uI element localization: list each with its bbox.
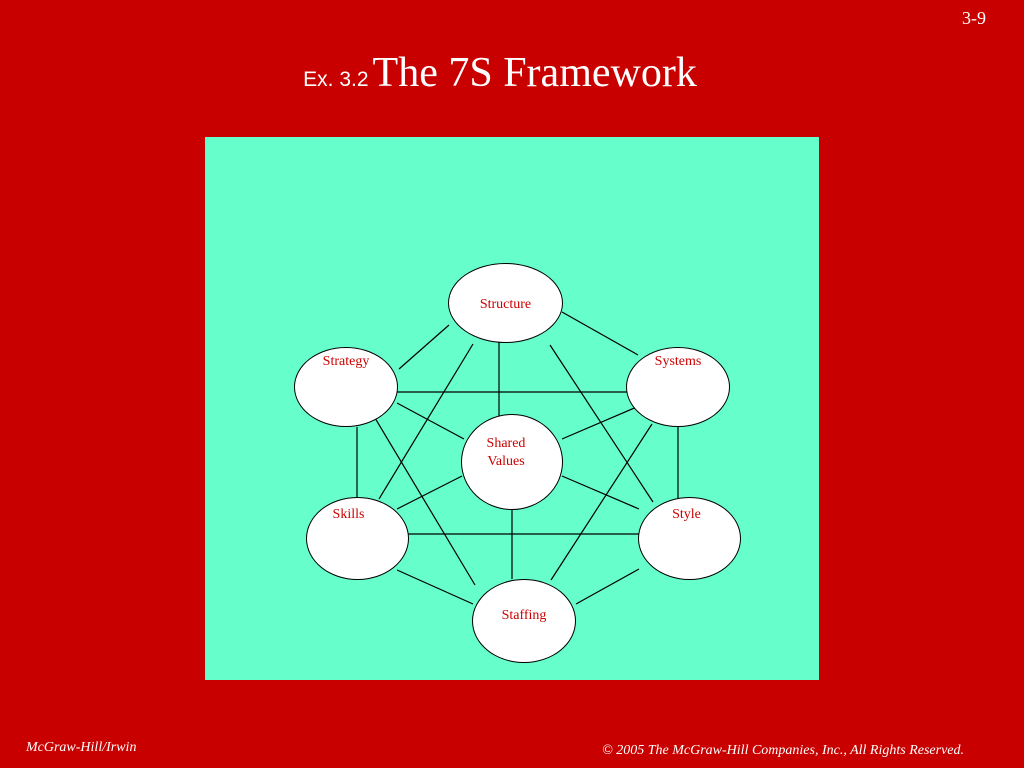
node-staffing: Staffing — [472, 579, 576, 663]
connector-structure-skills — [378, 343, 474, 500]
node-style-label: Style — [672, 507, 701, 522]
node-skills-label: Skills — [332, 507, 365, 522]
connector-strategy-staffing — [371, 412, 476, 586]
node-shared-values: Shared Values — [461, 414, 563, 510]
connector-systems-staffing — [550, 423, 653, 581]
node-staffing-label: Staffing — [501, 608, 547, 623]
title-main: The 7S Framework — [372, 50, 697, 96]
node-style: Style — [638, 497, 741, 580]
connector-shared-values-skills — [396, 475, 463, 510]
node-systems: Systems — [626, 347, 730, 427]
slide-title: Ex. 3.2 The 7S Framework — [0, 52, 1000, 94]
node-skills: Skills — [306, 497, 409, 580]
node-strategy: Strategy — [294, 347, 398, 427]
footer-copyright: © 2005 The McGraw-Hill Companies, Inc., … — [602, 743, 964, 758]
connector-structure-style — [549, 344, 654, 503]
connector-shared-values-style — [561, 475, 640, 510]
node-systems-label: Systems — [654, 354, 702, 369]
connector-strategy-shared-values — [396, 402, 465, 440]
node-structure: Structure — [448, 263, 563, 343]
connector-structure-strategy — [398, 324, 450, 370]
node-strategy-label: Strategy — [322, 354, 370, 369]
connector-style-staffing — [575, 568, 640, 605]
connector-systems-shared-values — [561, 405, 640, 440]
connector-structure-systems — [561, 311, 639, 356]
connector-lines — [356, 311, 679, 605]
title-prefix: Ex. 3.2 — [303, 68, 369, 91]
footer-publisher: McGraw-Hill/Irwin — [26, 740, 137, 755]
diagram-panel: Structure Strategy Systems Shared Values… — [205, 137, 819, 680]
node-shared-values-label-line1: Shared — [486, 436, 526, 451]
node-structure-label: Structure — [479, 297, 532, 312]
node-shared-values-label-line2: Values — [487, 454, 525, 469]
connector-skills-staffing — [396, 569, 474, 605]
page-number: 3-9 — [962, 8, 986, 28]
